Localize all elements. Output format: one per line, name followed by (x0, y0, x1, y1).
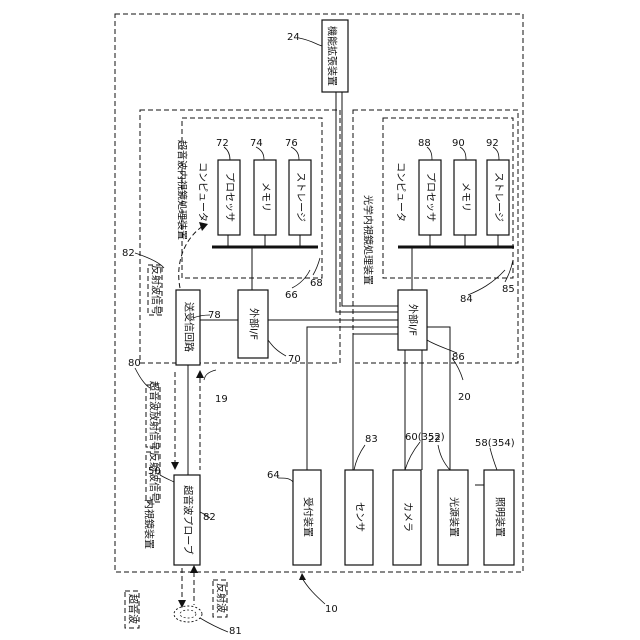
transceiver-label: 送受信回路 (183, 302, 196, 352)
ref-19: 19 (215, 394, 228, 405)
op-storage-label: ストレージ (493, 172, 504, 222)
us-storage-label: ストレージ (295, 172, 306, 222)
us-computer-label: コンピュータ (197, 162, 209, 222)
reflected-arrowhead (196, 370, 204, 378)
ref-90: 90 (452, 138, 465, 149)
ultrasound-wave-label: 超音波 (127, 594, 140, 624)
reception-device-label: 受付装置 (302, 497, 315, 537)
target-tissue (174, 606, 202, 622)
lead-24 (299, 38, 322, 46)
ref-83: 83 (365, 434, 378, 445)
us-wave-out-head (178, 600, 186, 608)
lead-68 (313, 258, 320, 275)
ref-24: 24 (287, 32, 300, 43)
ref-72: 72 (216, 138, 229, 149)
lead-60 (405, 442, 420, 470)
lead-19 (204, 370, 216, 380)
lead-84 (468, 270, 505, 295)
target-tissue-inner (180, 610, 196, 618)
ref-88: 88 (418, 138, 431, 149)
ref-82b: 82 (203, 512, 216, 523)
lead-66 (292, 270, 310, 288)
ref-78: 78 (208, 310, 221, 321)
ref-22: 22 (428, 434, 441, 445)
reflected-to-computer-arrowhead (199, 222, 208, 231)
ref-64: 64 (267, 470, 280, 481)
reflected-signal-top-label: 反射波信号 (150, 265, 163, 315)
ref-10: 10 (325, 604, 338, 615)
ref-86: 86 (452, 352, 465, 363)
ref-81: 81 (229, 626, 242, 637)
ref-92: 92 (486, 138, 499, 149)
endoscope-device-label: 内視鏡装置 (143, 499, 156, 549)
extension-device-label: 機能拡張装置 (326, 26, 339, 86)
ref-74: 74 (250, 138, 263, 149)
lead-85 (505, 260, 513, 282)
lead-22 (438, 445, 450, 470)
ref-84: 84 (460, 294, 473, 305)
optical-processor-label: 光学内視鏡処理装置 (362, 195, 375, 285)
us-emission-signal-label: 超音波放射信号 (148, 381, 161, 451)
us-external-if-label: 外部I/F (248, 308, 261, 340)
lead-10-arrowhead (299, 573, 306, 580)
lead-10 (302, 578, 325, 604)
op-processor-label: プロセッサ (425, 172, 437, 222)
lead-64 (278, 478, 293, 482)
ultrasound-processor-label: 超音波内視鏡処理装置 (176, 140, 189, 240)
lead-58 (490, 448, 497, 470)
ref-68: 68 (310, 278, 323, 289)
ref-85: 85 (502, 284, 515, 295)
reflected-signal-mid-label: 反射波信号 (148, 452, 161, 502)
lead-70 (268, 340, 286, 356)
op-external-if-label: 外部I/F (407, 304, 420, 336)
sensor-link (353, 334, 398, 470)
reflected-wave-label: 反射波 (215, 583, 228, 613)
lead-81 (200, 618, 228, 632)
sensor-label: センサ (354, 502, 366, 532)
ref-58: 58(354) (475, 438, 515, 449)
us-processor-label: プロセッサ (224, 172, 236, 222)
probe-label: 超音波プローブ (182, 485, 195, 554)
op-computer-label: コンピュータ (395, 162, 407, 222)
lead-83 (354, 445, 365, 470)
reflected-wave-in-head (190, 565, 198, 573)
ref-66: 66 (285, 290, 298, 301)
camera-label: カメラ (402, 502, 414, 532)
us-memory-label: メモリ (260, 182, 271, 212)
illumination-label: 照明装置 (494, 497, 507, 537)
ref-20: 20 (458, 392, 471, 403)
emission-arrowhead (171, 462, 179, 470)
ref-76: 76 (285, 138, 298, 149)
lead-50 (160, 475, 174, 482)
ref-70: 70 (288, 354, 301, 365)
ref-50: 50 (148, 466, 161, 477)
ref-82a: 82 (122, 248, 135, 259)
light-source-label: 光源装置 (448, 497, 461, 537)
ref-80: 80 (128, 358, 141, 369)
op-memory-label: メモリ (460, 182, 471, 212)
